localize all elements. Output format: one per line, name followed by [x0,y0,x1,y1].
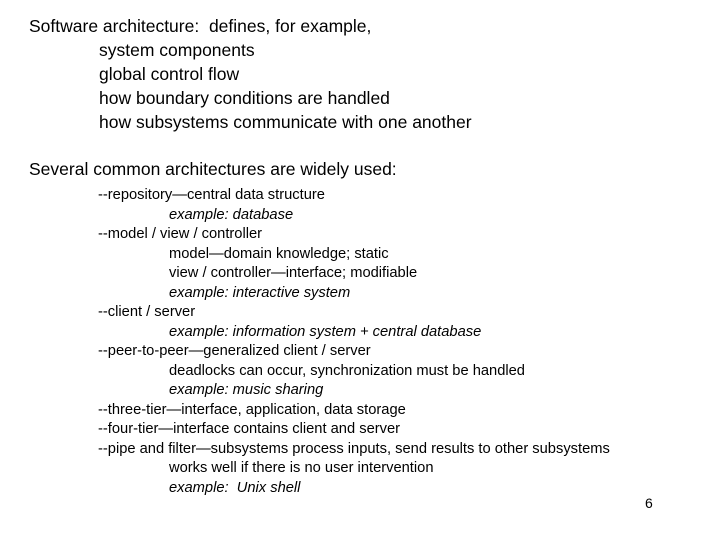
section-heading: Several common architectures are widely … [29,159,397,179]
list-item: example: music sharing [169,382,324,398]
intro-item-3: how subsystems communicate with one anot… [99,112,472,132]
list-item: --repository—central data structure [98,187,325,203]
list-item: --pipe and filter—subsystems process inp… [98,440,610,457]
list-item: view / controller—interface; modifiable [169,265,418,281]
list-item: works well if there is no user intervent… [169,460,434,476]
intro-block: Software architecture: defines, for exam… [29,14,689,134]
page-number: 6 [645,495,653,511]
list-item: example: Unix shell [169,479,301,496]
list-item: --client / server [98,304,196,320]
intro-item-1: global control flow [99,64,240,84]
list-item: deadlocks can occur, synchronization mus… [169,362,525,379]
list-item: --three-tier—interface, application, dat… [98,401,406,418]
list-item: --peer-to-peer—generalized client / serv… [98,343,371,359]
list-item: example: information system + central da… [169,323,482,340]
list-item: model—domain knowledge; static [169,245,389,262]
intro-heading: Software architecture: defines, for exam… [29,16,372,36]
section-heading-block: Several common architectures are widely … [29,157,689,181]
list-item: --model / view / controller [98,226,263,242]
intro-item-0: system components [99,40,255,60]
list-item: --four-tier—interface contains client an… [98,421,401,437]
list-item: example: interactive system [169,284,351,301]
list-item: example: database [169,206,294,223]
intro-item-2: how boundary conditions are handled [99,88,390,108]
architecture-list: --repository—central data structure exam… [29,186,709,498]
